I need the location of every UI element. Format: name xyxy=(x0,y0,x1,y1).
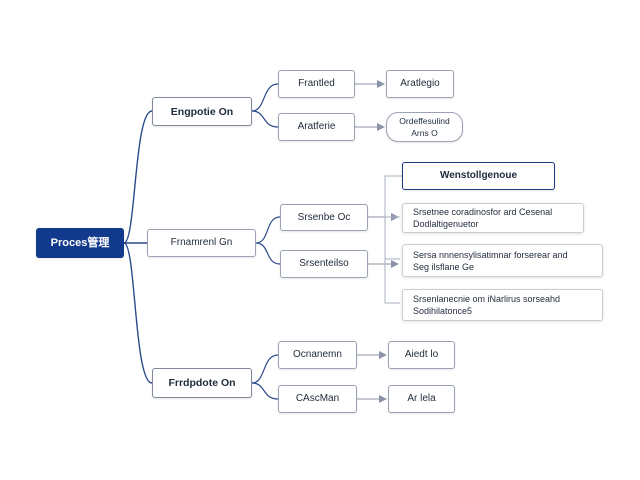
top-child-2-result[interactable]: Ordeffesulind Arns O xyxy=(386,112,463,142)
top-child-1[interactable]: Frantled xyxy=(278,70,355,98)
top-child-2[interactable]: Aratferie xyxy=(278,113,355,141)
mid-note-1[interactable]: Srsetnee coradinosfor ard Cesenal Dodlal… xyxy=(402,203,584,233)
root-node[interactable]: Proces管理 xyxy=(36,228,124,258)
connector-root-top xyxy=(123,110,153,244)
mid-child-2[interactable]: Srsenteilso xyxy=(280,250,368,278)
mid-note-2[interactable]: Sersa nnnensylisatimnar forserear and Se… xyxy=(402,244,603,277)
mid-header-node[interactable]: Wenstollgenoue xyxy=(402,162,555,190)
bot-child-1-result[interactable]: Aiedt lo xyxy=(388,341,455,369)
branch-mid-node[interactable]: Frnamrenl Gn xyxy=(147,229,256,257)
mid-note-3[interactable]: Srsenlanecnie om iNarlirus sorseahd Sodi… xyxy=(402,289,603,321)
bot-child-2[interactable]: CAscMan xyxy=(278,385,357,413)
top-child-1-result[interactable]: Aratlegio xyxy=(386,70,454,98)
connector-root-bot xyxy=(123,242,153,384)
bot-child-2-result[interactable]: Ar lela xyxy=(388,385,455,413)
branch-top-node[interactable]: Engpotie On xyxy=(152,97,252,126)
bot-child-1[interactable]: Ocnanemn xyxy=(278,341,357,369)
branch-bot-node[interactable]: Frrdpdote On xyxy=(152,368,252,398)
mid-child-1[interactable]: Srsenbe Oc xyxy=(280,204,368,231)
